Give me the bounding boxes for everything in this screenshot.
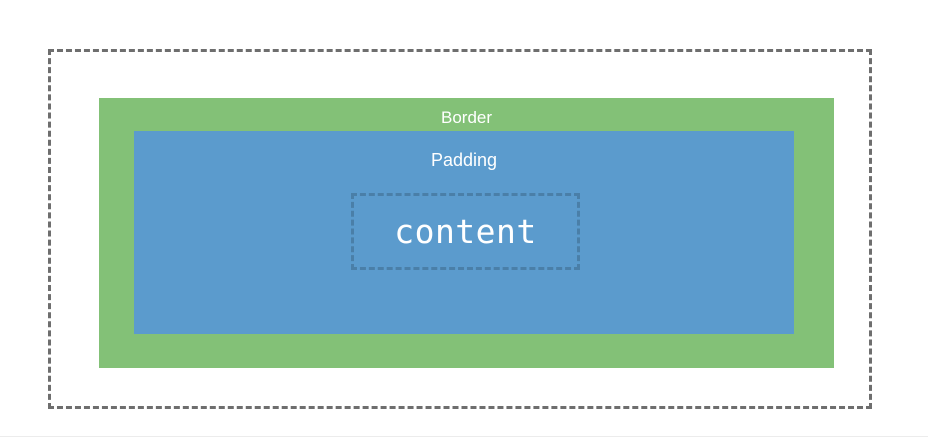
border-label: Border [440,108,493,127]
content-label: content [394,212,537,251]
content-box: content [351,193,580,270]
margin-box: Margin Border Padding content [48,49,872,409]
padding-box: Padding content [134,131,794,334]
bottom-divider [0,436,928,437]
border-box: Border Padding content [99,98,834,368]
padding-label: Padding [430,150,498,170]
